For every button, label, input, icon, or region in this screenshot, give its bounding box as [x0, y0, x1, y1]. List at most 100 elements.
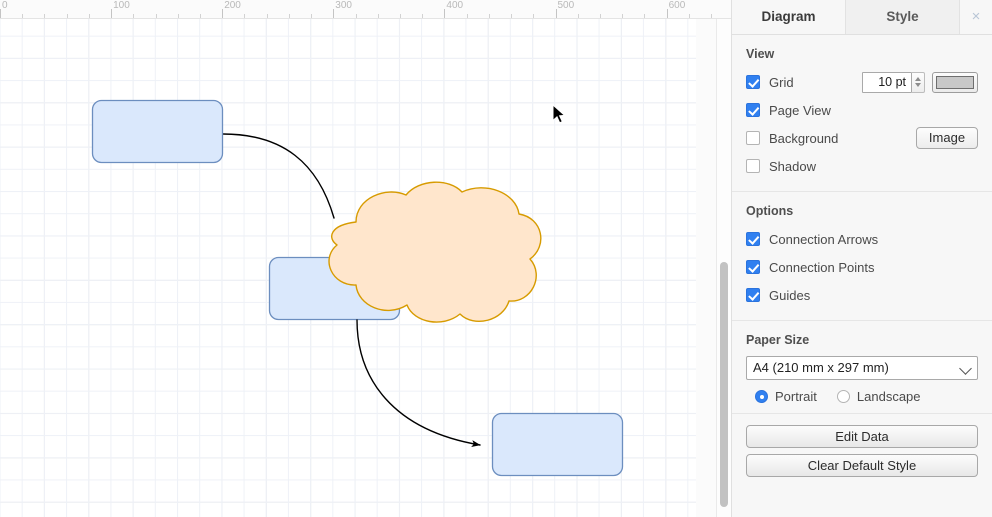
ruler-tick-major: [666, 9, 668, 18]
shadow-label: Shadow: [769, 158, 816, 174]
ruler-tick-major: [444, 9, 446, 18]
ruler-tick-minor: [177, 14, 179, 18]
ruler-tick-minor: [577, 14, 579, 18]
ruler-tick-minor: [22, 14, 24, 18]
ruler-tick-major: [222, 9, 224, 18]
horizontal-ruler: 0 100 200 300 400 500 600: [0, 0, 731, 19]
ruler-tick-minor: [244, 14, 246, 18]
row-grid: Grid 10 pt: [746, 70, 978, 94]
ruler-tick-minor: [422, 14, 424, 18]
canvas-vertical-scrollbar[interactable]: [716, 18, 731, 517]
panel-actions: Edit Data Clear Default Style: [732, 414, 992, 493]
edge-rect1-to-cloud[interactable]: [222, 133, 335, 219]
page-view-label: Page View: [769, 102, 831, 118]
background-label: Background: [769, 130, 839, 146]
ruler-tick-minor: [533, 14, 535, 18]
ruler-tick-minor: [622, 14, 624, 18]
background-image-button[interactable]: Image: [916, 127, 978, 149]
connection-points-label: Connection Points: [769, 259, 875, 275]
ruler-tick-minor: [377, 14, 379, 18]
ruler-label: 200: [224, 0, 241, 11]
edit-data-button[interactable]: Edit Data: [746, 425, 978, 448]
diagram-shapes-layer: [91, 99, 624, 477]
ruler-tick-minor: [311, 14, 313, 18]
options-section: Options Connection Arrows Connection Poi…: [732, 192, 992, 321]
row-guides: Guides: [746, 283, 978, 307]
ruler-tick-minor: [66, 14, 68, 18]
ruler-tick-major: [555, 9, 557, 18]
ruler-label: 300: [335, 0, 352, 11]
landscape-label: Landscape: [856, 389, 921, 404]
format-panel: Diagram Style × View Grid 10 pt: [731, 0, 992, 517]
tab-style[interactable]: Style: [846, 0, 960, 34]
ruler-label: 100: [113, 0, 130, 11]
grid-label: Grid: [769, 74, 794, 90]
guides-label: Guides: [769, 287, 811, 303]
tab-diagram[interactable]: Diagram: [732, 0, 846, 34]
grid-size-input[interactable]: 10 pt: [862, 71, 912, 93]
guides-checkbox[interactable]: [746, 288, 760, 302]
ruler-tick-minor: [644, 14, 646, 18]
paper-size-selected-value: A4 (210 mm x 297 mm): [753, 360, 889, 375]
ruler-tick-minor: [688, 14, 690, 18]
rounded-rectangle-3[interactable]: [491, 412, 624, 477]
portrait-label: Portrait: [775, 389, 817, 404]
stepper-up-icon[interactable]: [915, 77, 921, 81]
edge-rect2-to-rect3[interactable]: [356, 319, 481, 448]
ruler-tick-major: [0, 9, 1, 18]
stepper-down-icon[interactable]: [915, 83, 921, 87]
page-view-checkbox[interactable]: [746, 103, 760, 117]
view-section-title: View: [746, 47, 775, 61]
chevron-down-icon: [959, 362, 972, 375]
row-shadow: Shadow: [746, 154, 978, 178]
connection-arrows-checkbox[interactable]: [746, 232, 760, 246]
row-connection-arrows: Connection Arrows: [746, 227, 978, 251]
grid-checkbox[interactable]: [746, 75, 760, 89]
row-connection-points: Connection Points: [746, 255, 978, 279]
grid-size-stepper[interactable]: [912, 71, 925, 93]
ruler-tick-major: [333, 9, 335, 18]
paper-size-section: Paper Size A4 (210 mm x 297 mm) Portrait…: [732, 321, 992, 414]
clear-default-style-button[interactable]: Clear Default Style: [746, 454, 978, 477]
panel-tab-strip: Diagram Style ×: [732, 0, 992, 35]
ruler-tick-minor: [355, 14, 357, 18]
ruler-label: 600: [668, 0, 686, 11]
view-section: View Grid 10 pt: [732, 35, 992, 192]
ruler-tick-minor: [711, 14, 713, 18]
landscape-radio[interactable]: [836, 390, 850, 403]
grid-controls: 10 pt: [862, 70, 978, 94]
ruler-tick-minor: [266, 14, 268, 18]
ruler-tick-minor: [288, 14, 290, 18]
ruler-tick-minor: [488, 14, 490, 18]
row-background: Background Image: [746, 126, 978, 150]
background-checkbox[interactable]: [746, 131, 760, 145]
ruler-tick-minor: [133, 14, 135, 18]
orientation-radio-group: Portrait Landscape: [746, 389, 978, 404]
panel-body: View Grid 10 pt: [732, 35, 992, 517]
ruler-tick-minor: [155, 14, 157, 18]
ruler-tick-minor: [466, 14, 468, 18]
portrait-radio[interactable]: [755, 390, 768, 403]
cloud-shape[interactable]: [328, 181, 542, 323]
grid-color-button[interactable]: [932, 71, 978, 93]
connection-arrows-label: Connection Arrows: [769, 231, 879, 247]
ruler-label: 400: [446, 0, 464, 11]
connection-points-checkbox[interactable]: [746, 260, 760, 274]
canvas-grid-surface[interactable]: [0, 0, 731, 517]
rounded-rectangle-1[interactable]: [91, 99, 224, 164]
scrollbar-thumb[interactable]: [720, 262, 728, 507]
ruler-tick-minor: [399, 14, 401, 18]
ruler-label: 500: [557, 0, 575, 11]
ruler-tick-minor: [511, 14, 513, 18]
ruler-tick-minor: [199, 14, 201, 18]
ruler-label: 0: [2, 0, 8, 11]
paper-size-section-title: Paper Size: [746, 333, 810, 347]
ruler-tick-minor: [88, 14, 90, 18]
close-icon[interactable]: ×: [960, 0, 992, 34]
grid-color-swatch: [936, 75, 974, 89]
shadow-checkbox[interactable]: [746, 159, 760, 173]
paper-size-select[interactable]: A4 (210 mm x 297 mm): [746, 356, 978, 380]
ruler-tick-minor: [599, 14, 601, 18]
diagram-canvas-area[interactable]: 0 100 200 300 400 500 600: [0, 0, 731, 517]
